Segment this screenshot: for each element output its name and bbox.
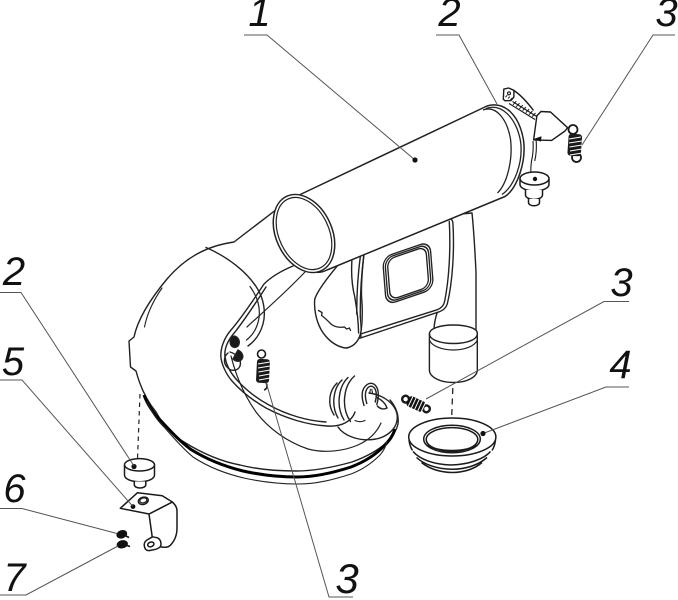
svg-text:7: 7: [3, 556, 27, 600]
svg-text:4: 4: [609, 343, 631, 387]
svg-text:2: 2: [437, 0, 460, 35]
svg-text:3: 3: [335, 555, 358, 600]
svg-text:6: 6: [3, 467, 26, 511]
svg-text:3: 3: [655, 0, 677, 35]
svg-text:5: 5: [2, 340, 25, 384]
svg-text:2: 2: [2, 250, 25, 294]
svg-text:3: 3: [610, 261, 632, 305]
svg-text:1: 1: [248, 0, 270, 35]
